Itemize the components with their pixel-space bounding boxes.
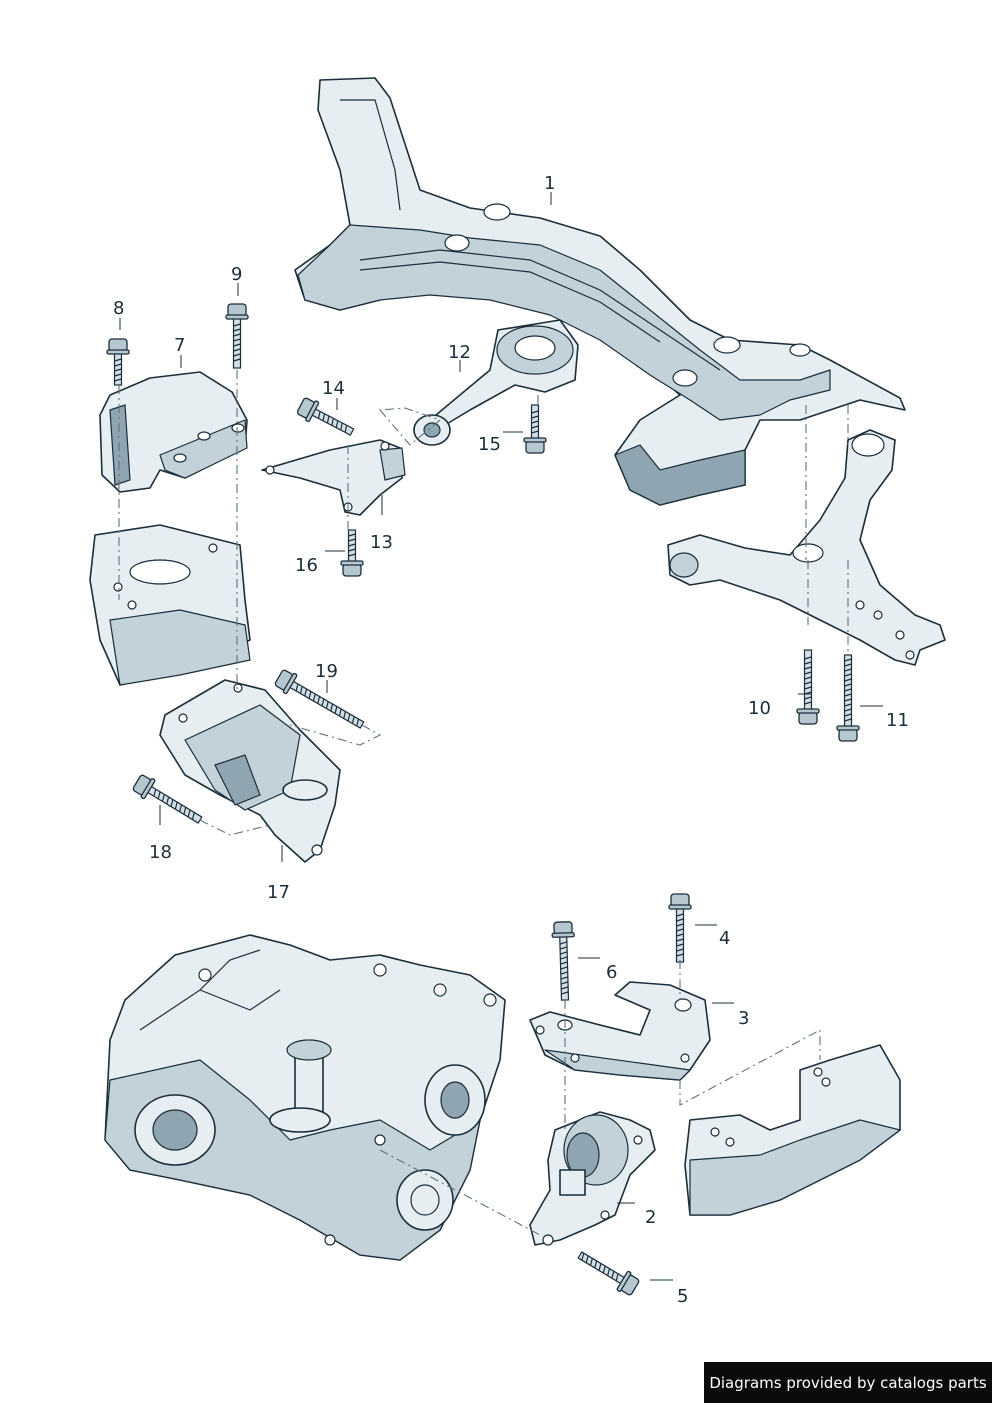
watermark-banner: Diagrams provided by catalogs parts [704,1362,992,1403]
leader-lines [119,192,883,1281]
callout-10: 10 [748,698,771,719]
bolt-14 [296,397,355,436]
callout-19: 19 [315,661,338,682]
callout-5: 5 [677,1286,689,1307]
bolt-18 [132,774,203,824]
bolt-6 [551,921,575,1001]
callout-8: 8 [113,298,125,319]
pendulum-support [413,319,579,446]
callout-1: 1 [544,173,556,194]
bolt-19 [274,669,365,729]
engine-mount-left [99,371,248,493]
callout-13: 13 [370,532,393,553]
callout-18: 18 [149,842,172,863]
body-rail-section [684,1044,901,1216]
bolt-4 [668,893,692,963]
bolt-8 [106,338,130,386]
callout-14: 14 [322,378,345,399]
body-panel [89,524,251,686]
bolt-5 [577,1251,640,1296]
bolts [106,303,860,1296]
callout-11: 11 [886,710,909,731]
callout-7: 7 [174,335,186,356]
bolt-11 [836,654,860,742]
bolt-16 [340,529,364,577]
callout-9: 9 [231,264,243,285]
callout-6: 6 [606,962,618,983]
callout-4: 4 [719,928,731,949]
bolt-9 [225,303,249,369]
callout-15: 15 [478,434,501,455]
bracket [261,439,406,516]
transmission-mount-bracket [529,981,711,1081]
callout-16: 16 [295,555,318,576]
callout-3: 3 [738,1008,750,1029]
engine-mount-right [159,679,341,863]
wishbone [667,429,946,666]
subframe [294,77,906,506]
assembly-lines [118,370,849,1236]
callout-2: 2 [645,1207,657,1228]
bolt-15 [523,404,547,454]
transmission-mount [529,1111,656,1246]
bolt-10 [796,649,820,725]
callout-17: 17 [267,882,290,903]
callout-12: 12 [448,342,471,363]
gearbox [104,934,506,1261]
